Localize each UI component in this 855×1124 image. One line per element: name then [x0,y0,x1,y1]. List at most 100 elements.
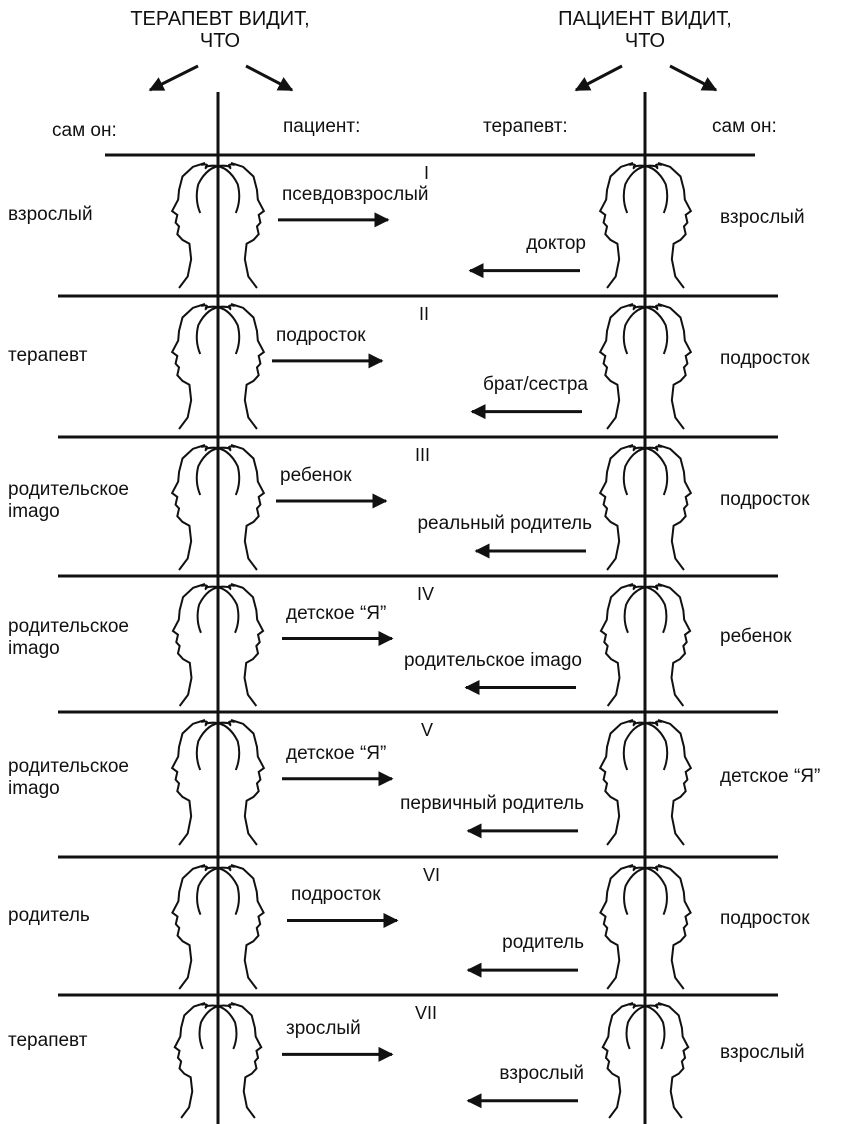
therapist-self-label: взрослый [8,204,158,226]
therapist-self-label: терапевт [8,345,158,367]
therapist-sees-heading: ТЕРАПЕВТ ВИДИТ, ЧТО [95,8,345,52]
therapist-face-left-hair-icon [205,1005,236,1049]
patient-face-right-icon [656,163,691,288]
therapist-face-left-hair-icon [205,587,238,633]
therapist-face-right-icon [229,584,263,706]
patient-self-label: детское “Я” [720,766,820,788]
patient-face-left-icon [600,163,635,288]
therapist-as-seen-label: родитель [502,932,584,954]
patient-face-left-hair-icon [633,1005,664,1049]
patient-face-left-icon [600,445,635,570]
therapist-face-right-hair-icon [197,166,231,213]
therapist-sees-line2: ЧТО [95,30,345,52]
patient-face-left-hair-icon [633,868,667,915]
patient-face-right-hair-icon [625,587,658,633]
therapist-sees-line1: ТЕРАПЕВТ ВИДИТ, [95,8,345,30]
row-numeral: IV [417,584,434,604]
patient-sees-line1: ПАЦИЕНТ ВИДИТ, [520,8,770,30]
therapist-as-seen-label: доктор [526,233,586,255]
patient-as-seen-label: зрослый [286,1018,361,1040]
row-numeral: V [421,720,433,740]
patient-face-left-hair-icon [633,587,666,633]
column-patient-seen-by-therapist: пациент: [283,116,360,138]
therapist-self-label: терапевт [8,1030,158,1052]
patient-face-right-icon [656,720,691,845]
patient-face-left-hair-icon [633,448,667,495]
patient-face-right-icon [656,584,690,706]
therapist-as-seen-label: реальный родитель [417,513,592,535]
therapist-face-right-hair-icon [197,868,231,915]
row-numeral: III [415,445,430,465]
therapist-face-right-hair-icon [200,1005,231,1049]
therapist-face-left-hair-icon [205,723,239,770]
patient-as-seen-label: псевдовзрослый [282,184,428,206]
patient-face-left-icon [601,584,635,706]
patient-self-label: ребенок [720,626,792,648]
patient-face-left-icon [600,865,635,989]
therapist-face-left-icon [172,445,207,570]
patient-face-right-hair-icon [624,448,658,495]
patient-face-right-icon [656,445,691,570]
header-arrow-patient-left [576,66,622,90]
header-arrow-patient-right [670,66,716,90]
therapist-face-right-icon [229,163,264,288]
therapist-face-right-icon [229,865,264,989]
therapist-face-right-icon [229,445,264,570]
patient-self-label: взрослый [720,1042,805,1064]
patient-face-left-hair-icon [633,166,667,213]
patient-face-right-hair-icon [627,1005,658,1049]
header-arrow-therapist-right [246,66,292,90]
patient-face-right-icon [656,304,691,429]
therapist-face-right-hair-icon [197,307,231,354]
patient-face-right-hair-icon [624,166,658,213]
row-numeral: II [419,304,429,324]
therapist-face-left-icon [172,163,207,288]
therapist-face-left-icon [172,304,207,429]
therapist-face-left-hair-icon [205,448,239,495]
therapist-self-label: родительское imago [8,479,158,523]
therapist-face-left-icon [172,720,207,845]
patient-self-label: взрослый [720,207,805,229]
row-numeral: VI [423,865,440,885]
patient-self-label: подросток [720,348,810,370]
therapist-face-left-hair-icon [205,307,239,354]
patient-face-right-hair-icon [624,723,658,770]
therapist-as-seen-label: первичный родитель [400,793,584,815]
therapist-as-seen-label: брат/сестра [483,374,588,396]
therapist-face-left-hair-icon [205,868,239,915]
therapist-face-right-hair-icon [198,587,231,633]
therapist-self-label: родительское imago [8,756,158,800]
patient-as-seen-label: ребенок [280,465,352,487]
therapist-self-label: родитель [8,905,158,927]
therapist-face-right-icon [229,304,264,429]
patient-face-left-hair-icon [633,723,667,770]
patient-as-seen-label: детское “Я” [286,743,386,765]
row-numeral: VII [415,1003,437,1023]
therapist-self-label: родительское imago [8,616,158,660]
column-therapist-seen-by-patient: терапевт: [483,116,568,138]
therapist-as-seen-label: взрослый [499,1063,584,1085]
patient-face-left-icon [600,720,635,845]
therapist-as-seen-label: родительское imago [404,650,582,672]
patient-face-left-icon [600,304,635,429]
patient-self-label: подросток [720,908,810,930]
column-therapist-self: сам он: [52,120,117,142]
therapist-face-right-hair-icon [197,723,231,770]
therapist-face-right-icon [229,720,264,845]
patient-as-seen-label: подросток [291,884,381,906]
patient-face-right-icon [656,865,691,989]
patient-face-left-hair-icon [633,307,667,354]
therapist-face-left-icon [172,865,207,989]
therapist-face-right-hair-icon [197,448,231,495]
patient-as-seen-label: детское “Я” [286,603,386,625]
patient-self-label: подросток [720,489,810,511]
row-numeral: I [424,163,429,183]
patient-face-right-hair-icon [624,307,658,354]
header-arrow-therapist-left [150,66,198,90]
patient-sees-line2: ЧТО [520,30,770,52]
patient-sees-heading: ПАЦИЕНТ ВИДИТ, ЧТО [520,8,770,52]
patient-as-seen-label: подросток [276,325,366,347]
patient-face-right-hair-icon [624,868,658,915]
column-patient-self: сам он: [712,116,777,138]
